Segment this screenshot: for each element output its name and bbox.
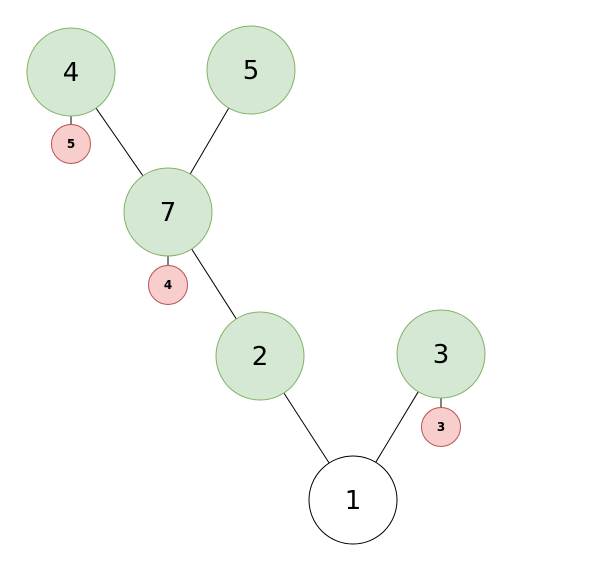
node-label: 7 [160,198,177,228]
edge-n3-n1 [375,391,419,463]
node-n4: 4 [26,27,116,117]
node-label: 2 [252,342,269,372]
badge-circle [421,407,461,447]
badge-circle [51,124,91,164]
node-circle [26,27,116,117]
node-n2: 2 [215,311,305,401]
badges-layer: 5 4 3 [51,116,461,447]
badge-circle [148,265,188,305]
node-label: 1 [345,486,362,516]
badge-label: 3 [437,420,445,434]
node-circle [396,309,486,399]
node-circle [308,455,398,545]
node-circle [123,167,213,257]
badge-n4: 5 [51,124,91,164]
node-n1: 1 [308,455,398,545]
node-label: 4 [63,58,80,88]
node-n5: 5 [206,25,296,115]
node-label: 5 [243,56,260,86]
badge-label: 5 [67,137,75,151]
edges-layer [95,107,419,464]
edge-n2-n1 [283,392,330,464]
node-label: 3 [433,340,450,370]
nodes-layer: 4 5 7 2 3 1 [26,25,486,545]
edge-n4-n7 [95,107,144,177]
node-circle [206,25,296,115]
node-n3: 3 [396,309,486,399]
node-n7: 7 [123,167,213,257]
badge-n7: 4 [148,265,188,305]
node-circle [215,311,305,401]
edge-n7-n2 [191,248,237,320]
badge-label: 4 [164,278,172,292]
edge-n5-n7 [189,107,230,175]
badge-n3: 3 [421,407,461,447]
